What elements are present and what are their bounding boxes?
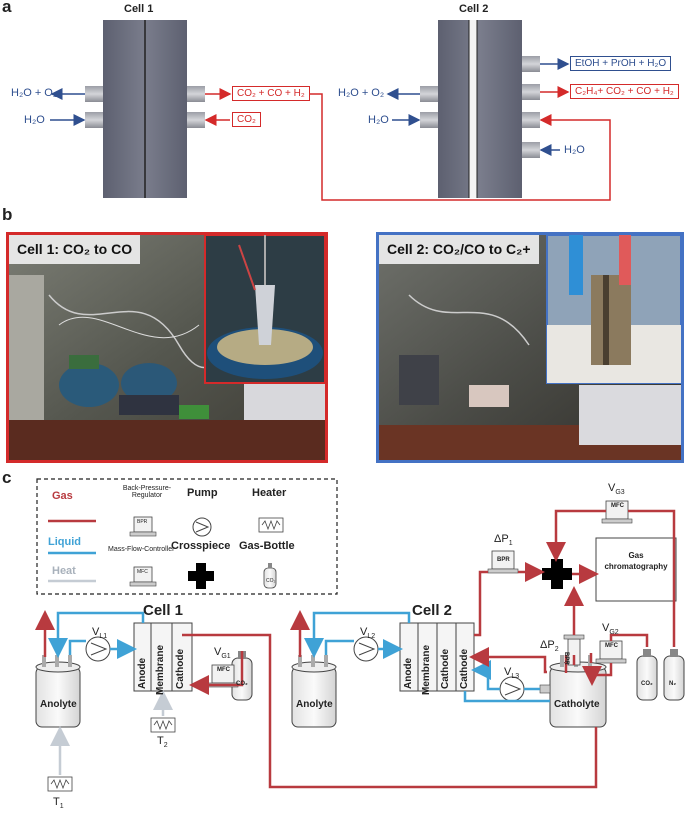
vg2-label: VG2 (602, 622, 619, 637)
cell1-title-a: Cell 1 (124, 3, 154, 15)
legend-heater-label: Heater (252, 487, 287, 499)
mfc-g2 (595, 640, 627, 664)
cell2-block (399, 622, 475, 692)
legend-bpr-tag: BPR (137, 519, 148, 525)
mfc-g3-tag: MFC (611, 503, 624, 509)
legend-gas-bottle-label: Gas-Bottle (239, 540, 295, 552)
bpr1-tag: BPR (497, 557, 510, 563)
heater-t1 (47, 776, 73, 792)
dp1-label: ΔP1 (494, 533, 513, 548)
section-c-flow-diagram (35, 478, 685, 792)
n2-bottle-tag: N₂ (669, 681, 676, 687)
gc-label-line1: Gas (628, 551, 644, 560)
t1-label: T1 (53, 796, 64, 811)
cell1-anode-inlet-label: H₂O (24, 114, 45, 126)
cell2-anode-inlet-label: H₂O (368, 114, 389, 126)
cell1-anode-outlet-label: H₂O + O₂ (11, 87, 58, 99)
cell2-cathode-label-2: Cathode (459, 649, 470, 689)
pump-l2 (353, 636, 379, 662)
legend-mfc-tag: MFC (137, 569, 148, 575)
cell2-anode-outlet-label: H₂O + O₂ (338, 87, 385, 99)
legend-heater-icon (258, 517, 284, 533)
cell1-title-c: Cell 1 (143, 602, 184, 619)
panel-label-b: b (2, 205, 13, 224)
crosspiece (542, 559, 572, 589)
cell1-gas-outlet-box: CO₂ + CO + H₂ (232, 86, 310, 101)
cell2-gas-outlet-box: C₂H₄+ CO₂ + CO + H₂ (570, 84, 679, 99)
anolyte1-label: Anolyte (40, 699, 77, 710)
panel-label-a: a (2, 0, 12, 16)
legend-crosspiece-icon (188, 563, 214, 589)
cell2-membrane-label: Membrane (421, 644, 432, 695)
mfc-g1-tag: MFC (217, 667, 230, 673)
cell2-catholyte-inlet-label: H₂O (564, 144, 585, 156)
photo-cell2-title: Cell 2: CO₂/CO to C₂+ (379, 235, 539, 264)
cell2-stack (420, 20, 540, 198)
legend-bottle-tag: CO₂ (266, 578, 276, 584)
photo-cell1-image (9, 235, 325, 460)
photo-cell2-image (379, 235, 681, 460)
legend-box (36, 478, 338, 595)
cell1-cathode-label: Cathode (175, 649, 186, 689)
cell1-membrane-label: Membrane (155, 644, 166, 695)
photo-cell1: Cell 1: CO₂ to CO (6, 232, 328, 463)
legend-bpr-icon (129, 516, 157, 537)
pump-l3 (499, 676, 525, 702)
vl2-label: VL2 (360, 626, 376, 641)
cell2-title-a: Cell 2 (459, 3, 489, 15)
panel-label-c: c (2, 468, 12, 487)
cell1-anode-label: Anode (137, 657, 148, 689)
mfc-g2-tag: MFC (605, 643, 618, 649)
heater-t2 (150, 717, 176, 733)
dp2-label: ΔP2 (540, 639, 559, 654)
cell2-anode-label: Anode (403, 657, 414, 689)
co2-bottle1-tag: CO₂ (236, 681, 248, 687)
legend-pump-icon (192, 517, 212, 537)
gc-label-line2: chromatography (604, 562, 668, 571)
anolyte2-vessel (291, 655, 337, 728)
vg1-label: VG1 (214, 646, 231, 661)
t2-label: T2 (157, 735, 168, 750)
legend-heat-label: Heat (52, 565, 76, 577)
photo-cell1-title: Cell 1: CO₂ to CO (9, 235, 141, 264)
legend-gas-bottle-icon (263, 563, 277, 589)
co2-bottle-cell2 (636, 649, 658, 701)
cell2-cathode-label: Cathode (440, 649, 451, 689)
photo-cell2: Cell 2: CO₂/CO to C₂+ (376, 232, 684, 463)
anolyte2-label: Anolyte (296, 699, 333, 710)
legend-mfc-icon (129, 566, 157, 587)
n2-bottle (663, 649, 685, 701)
catholyte-label: Catholyte (554, 699, 600, 710)
bpr2-tag: BPR (563, 652, 569, 665)
pump-l1 (85, 636, 111, 662)
legend-gas-label: Gas (52, 490, 73, 502)
vl3-label: VL3 (504, 666, 520, 681)
cell1-co2-inlet-box: CO₂ (232, 112, 261, 127)
co2-bottle2-tag: CO₂ (641, 681, 653, 687)
legend-mfc-label: Mass-Flow-Controller (108, 546, 175, 553)
cell2-title-c: Cell 2 (412, 602, 453, 619)
vg3-label: VG3 (608, 482, 625, 497)
cell2-liquid-outlet-box: EtOH + PrOH + H₂O (570, 56, 672, 71)
legend-bpr-label: Back-Pressure-Regulator (122, 485, 172, 499)
legend-pump-label: Pump (187, 487, 218, 499)
section-a-diagram (50, 20, 611, 201)
catholyte-vessel (539, 655, 607, 728)
legend-crosspiece-label: Crosspiece (171, 540, 231, 552)
legend-liquid-label: Liquid (48, 536, 81, 548)
cell1-stack (85, 20, 205, 198)
anolyte1-vessel (35, 655, 81, 728)
vl1-label: VL1 (92, 626, 108, 641)
